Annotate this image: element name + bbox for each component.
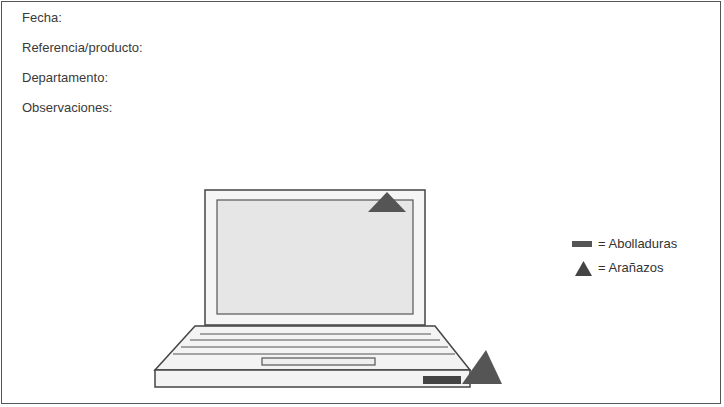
dent-mark bbox=[423, 376, 461, 384]
form-field-label: Observaciones: bbox=[22, 100, 112, 115]
legend-swatch bbox=[572, 241, 592, 247]
form-field-label: Departamento: bbox=[22, 70, 108, 85]
form-field-label: Fecha: bbox=[22, 10, 62, 25]
legend-triangle bbox=[575, 261, 592, 276]
form-field-label: Referencia/producto: bbox=[22, 40, 143, 55]
legend-text: = Arañazos bbox=[598, 260, 663, 275]
scratch-mark bbox=[368, 192, 406, 212]
scratch-mark bbox=[462, 350, 502, 384]
legend-text: = Abolladuras bbox=[598, 236, 677, 251]
